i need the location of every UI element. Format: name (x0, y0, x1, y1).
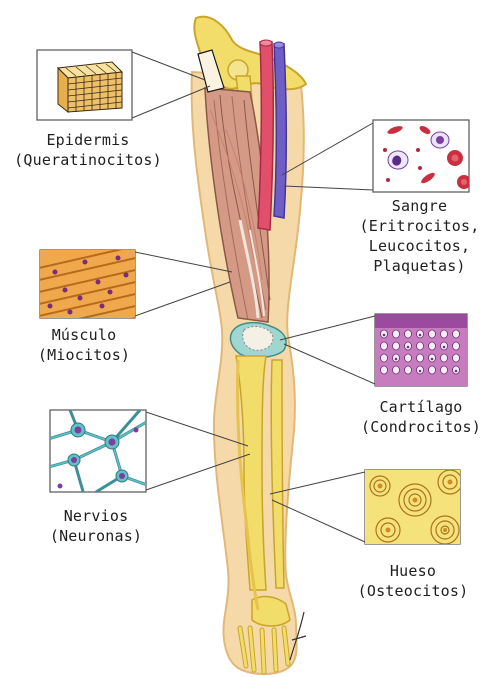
inset-blood (373, 120, 471, 192)
inset-cartilage (375, 314, 467, 386)
label-musculo-title: Músculo (24, 325, 144, 345)
label-cartilago-title: Cartílago (358, 397, 484, 417)
label-musculo-cells: (Miocitos) (24, 345, 144, 365)
label-cartilago: Cartílago (Condrocitos) (358, 397, 484, 437)
label-sangre-title: Sangre (352, 196, 487, 216)
label-hueso-cells: (Osteocitos) (350, 581, 476, 601)
label-nervios-cells: (Neuronas) (36, 526, 156, 546)
label-sangre-cells-1: (Eritrocitos, (352, 216, 487, 236)
label-sangre-cells-2: Leucocitos, (352, 236, 487, 256)
inset-bone (365, 470, 462, 544)
inset-nerves (45, 410, 150, 495)
label-sangre: Sangre (Eritrocitos, Leucocitos, Plaquet… (352, 196, 487, 276)
label-hueso: Hueso (Osteocitos) (350, 561, 476, 601)
label-musculo: Músculo (Miocitos) (24, 325, 144, 365)
label-sangre-cells-3: Plaquetas) (352, 256, 487, 276)
label-epidermis-cells: (Queratinocitos) (8, 150, 168, 170)
inset-epidermis (37, 50, 132, 120)
label-epidermis-title: Epidermis (8, 130, 168, 150)
label-nervios-title: Nervios (36, 506, 156, 526)
label-hueso-title: Hueso (350, 561, 476, 581)
label-epidermis: Epidermis (Queratinocitos) (8, 130, 168, 170)
label-nervios: Nervios (Neuronas) (36, 506, 156, 546)
label-cartilago-cells: (Condrocitos) (358, 417, 484, 437)
